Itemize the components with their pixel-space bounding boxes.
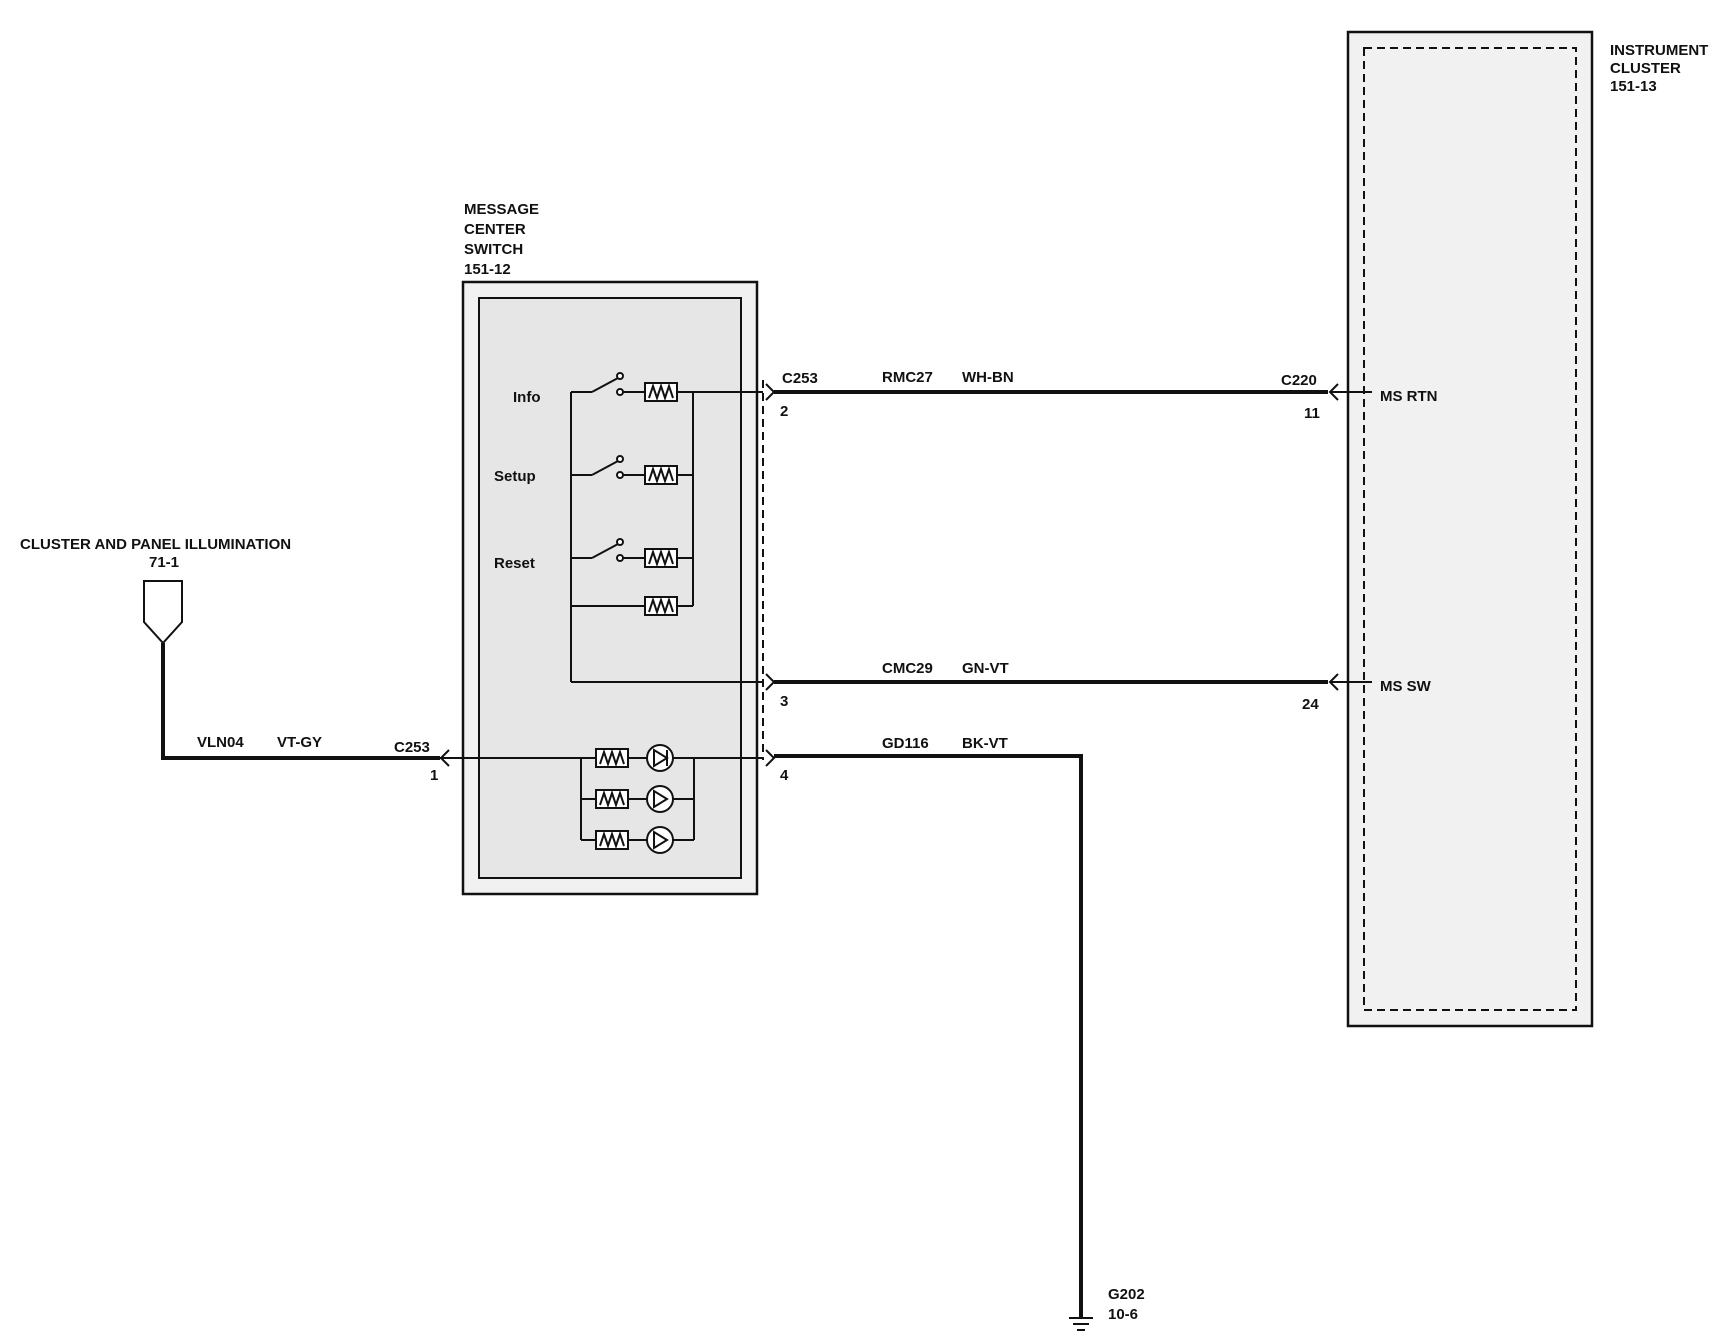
illumination-source: CLUSTER AND PANEL ILLUMINATION 71-1: [20, 536, 291, 662]
wire-gd116-circuit: GD116: [882, 735, 929, 752]
wire-gd116: 4 GD116 BK-VT: [765, 735, 1083, 1318]
pin-4: 4: [780, 767, 789, 784]
wire-vln04-circuit: VLN04: [197, 734, 244, 751]
ground-ref: 10-6: [1108, 1306, 1138, 1323]
splice-symbol: [143, 580, 183, 645]
pin-11: 11: [1304, 405, 1320, 422]
instrument-cluster-label-2: CLUSTER: [1610, 60, 1681, 77]
switch-label-2: CENTER: [464, 221, 526, 238]
led-row-3: [581, 826, 694, 854]
switch-ref: 151-12: [464, 261, 511, 278]
connector-c253-top: C253: [782, 370, 818, 387]
illumination-ref: 71-1: [149, 554, 179, 571]
connector-c220: C220: [1281, 372, 1317, 389]
pin-24: 24: [1302, 696, 1319, 713]
connector-c253-left: C253: [394, 739, 430, 756]
wire-gd116-color: BK-VT: [962, 735, 1008, 752]
pin-3: 3: [780, 693, 788, 710]
switch-reset-label: Reset: [494, 555, 535, 572]
switch-label-1: MESSAGE: [464, 201, 539, 218]
pin-2: 2: [780, 403, 788, 420]
switch-setup-label: Setup: [494, 468, 536, 485]
illumination-name: CLUSTER AND PANEL ILLUMINATION: [20, 536, 291, 553]
wire-rmc27-color: WH-BN: [962, 369, 1014, 386]
instrument-cluster: INSTRUMENT CLUSTER 151-13 MS RTN MS SW: [1346, 30, 1708, 1028]
ground-g202: G202 10-6: [1069, 1286, 1145, 1331]
signal-ms-sw: MS SW: [1380, 678, 1432, 695]
ground-name: G202: [1108, 1286, 1145, 1303]
wire-cmc29-circuit: CMC29: [882, 660, 933, 677]
instrument-cluster-ref: 151-13: [1610, 78, 1657, 95]
signal-ms-rtn: MS RTN: [1380, 388, 1438, 405]
switch-label-3: SWITCH: [464, 241, 523, 258]
wire-rmc27: C253 2 RMC27 WH-BN C220 11: [765, 369, 1372, 422]
wire-rmc27-circuit: RMC27: [882, 369, 933, 386]
wire-cmc29-color: GN-VT: [962, 660, 1009, 677]
wire-vln04: VLN04 VT-GY C253 1: [161, 654, 450, 784]
message-center-switch: MESSAGE CENTER SWITCH 151-12 Info Setup …: [440, 201, 764, 896]
led-row-1: [595, 744, 674, 772]
switch-info-label: Info: [513, 389, 541, 406]
wire-cmc29: 3 CMC29 GN-VT 24: [765, 660, 1372, 713]
pin-1: 1: [430, 767, 438, 784]
led-row-2: [581, 785, 694, 813]
instrument-cluster-label-1: INSTRUMENT: [1610, 42, 1708, 59]
wire-vln04-color: VT-GY: [277, 734, 322, 751]
